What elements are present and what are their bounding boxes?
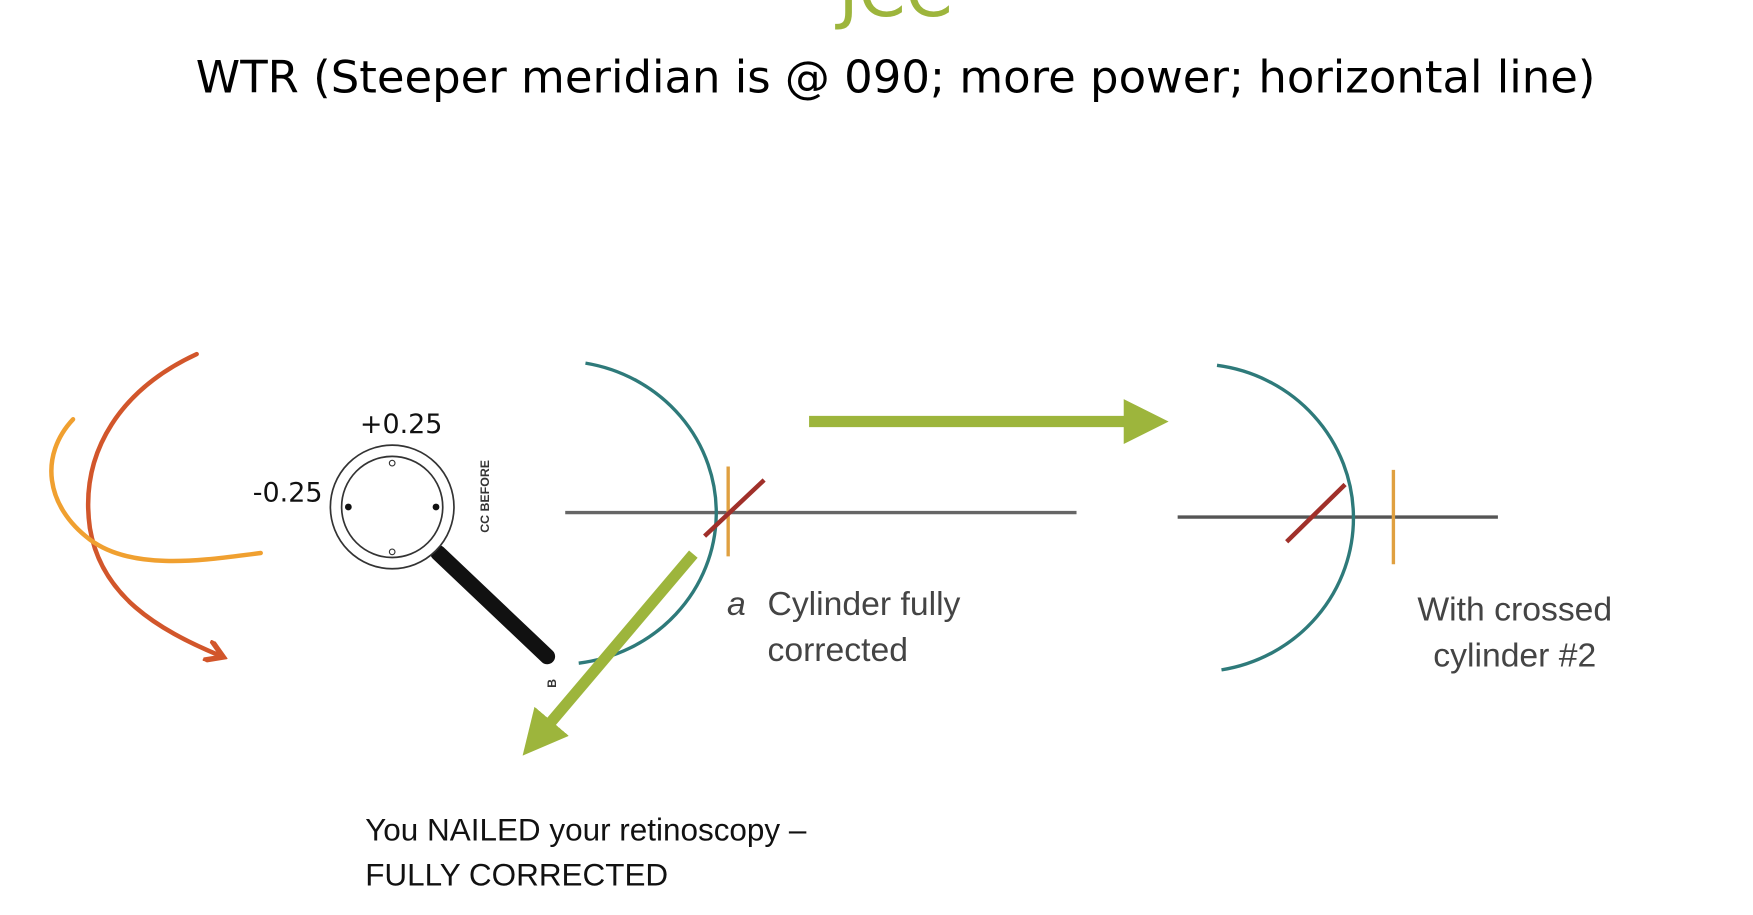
- handle-b-label: B: [545, 679, 559, 688]
- cross-cylinder-icon: [329, 444, 556, 665]
- plus-power-label: +0.25: [360, 409, 443, 440]
- focal-arc: [578, 361, 718, 665]
- red-focal-line: [703, 478, 766, 538]
- note-line-1: You NAILED your retinoscopy –: [365, 813, 807, 848]
- amber-curve-annotation: [49, 417, 263, 564]
- diagram-a-caption-2: corrected: [767, 631, 908, 669]
- note-line-2: FULLY CORRECTED: [365, 858, 668, 893]
- focal-arc: [1216, 363, 1356, 672]
- slide-heading: JCC: [835, 0, 953, 32]
- diagram-b-caption-2: cylinder #2: [1433, 637, 1596, 675]
- diagram-b: [1177, 363, 1498, 672]
- orange-curve-annotation: [86, 351, 219, 655]
- red-focal-line: [1285, 482, 1347, 544]
- down-left-arrow: [522, 550, 698, 756]
- diagram-a: [565, 361, 1077, 665]
- diagram-a-letter: a: [727, 585, 746, 623]
- diagram-b-caption-1: With crossed: [1417, 590, 1612, 628]
- minus-power-label: -0.25: [253, 477, 323, 508]
- cc-before-label: CC BEFORE: [478, 460, 492, 533]
- diagram-a-caption-1: Cylinder fully: [767, 585, 960, 623]
- slide-title: WTR (Steeper meridian is @ 090; more pow…: [196, 50, 1596, 103]
